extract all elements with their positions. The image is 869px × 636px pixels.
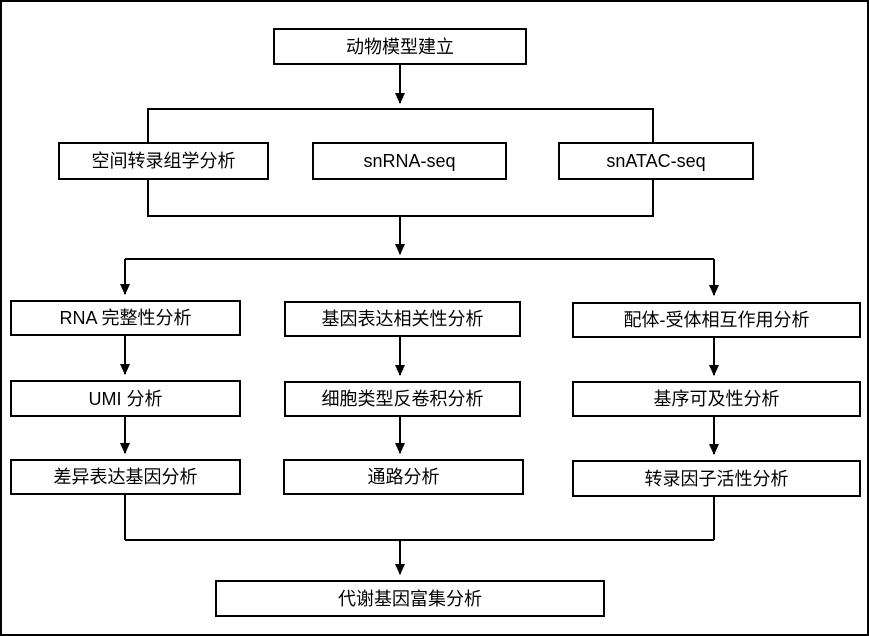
node-animal-model: 动物模型建立 <box>273 28 527 65</box>
node-umi-analysis: UMI 分析 <box>10 380 241 417</box>
node-motif-accessibility: 基序可及性分析 <box>572 381 861 417</box>
node-snatac-seq: snATAC-seq <box>558 142 754 180</box>
node-celltype-deconvolution: 细胞类型反卷积分析 <box>284 381 521 417</box>
node-pathway-analysis: 通路分析 <box>283 459 524 495</box>
node-metabolic-enrichment: 代谢基因富集分析 <box>215 580 605 617</box>
node-ligand-receptor-interaction: 配体-受体相互作用分析 <box>572 302 861 338</box>
node-differential-expression: 差异表达基因分析 <box>10 459 241 495</box>
node-spatial-transcriptomics: 空间转录组学分析 <box>58 142 269 180</box>
node-tf-activity: 转录因子活性分析 <box>572 460 861 497</box>
node-snrna-seq: snRNA-seq <box>312 142 507 180</box>
node-rna-integrity: RNA 完整性分析 <box>10 300 241 336</box>
node-gene-expression-correlation: 基因表达相关性分析 <box>284 301 521 337</box>
